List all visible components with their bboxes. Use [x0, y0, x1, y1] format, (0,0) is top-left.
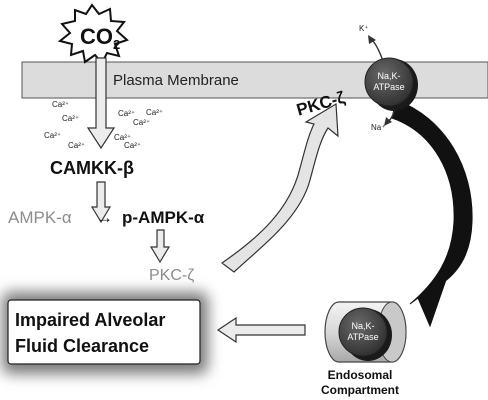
calcium-ion: Ca²⁺: [124, 141, 141, 150]
plasma-membrane: [21, 61, 488, 99]
outcome-line2: Fluid Clearance: [15, 336, 149, 356]
k-ion-label: K⁺: [359, 24, 369, 33]
calcium-ion: Ca²⁺: [44, 131, 61, 140]
calcium-ion: Ca²⁺: [114, 133, 131, 142]
endosome-pump-body: [338, 307, 388, 357]
pkc-to-pump-curved-arrow: [220, 102, 339, 273]
outcome-box: [7, 299, 201, 365]
pump-body: [364, 57, 414, 107]
camkk-beta-label: CAMKK-β: [50, 158, 134, 178]
calcium-ion: Ca²⁺: [68, 141, 85, 150]
endosome-pump-label-line2: ATPase: [347, 332, 378, 342]
na-k-atpase-membrane: Na,K- ATPase: [364, 35, 418, 126]
co2-label: CO2: [80, 24, 120, 52]
calcium-ion: Ca²⁺: [118, 109, 135, 118]
na-ion-label: Na⁺: [371, 123, 385, 132]
co2-starburst-icon: [57, 3, 129, 65]
ampk-to-pkc-arrow: [149, 229, 171, 264]
camkk-to-ampk-arrow: [90, 181, 112, 224]
phosphorylation-arrow: →: [96, 208, 113, 227]
co2-to-camkk-arrow: [86, 57, 116, 150]
calcium-ion: Ca²⁺: [146, 108, 163, 117]
calcium-ions: Ca²⁺ Ca²⁺ Ca²⁺ Ca²⁺ Ca²⁺ Ca²⁺ Ca²⁺ Ca²⁺ …: [44, 100, 163, 150]
ampk-alpha-label: AMPK-α: [8, 208, 72, 227]
calcium-ion: Ca²⁺: [62, 114, 79, 123]
calcium-ion: Ca²⁺: [133, 118, 150, 127]
pump-endocytosis-arrow: [391, 99, 473, 328]
na-ion-arrowhead-icon: [384, 117, 392, 126]
plasma-membrane-label: Plasma Membrane: [113, 72, 239, 89]
endosome-pump-label-line1: Na,K-: [351, 321, 374, 331]
calcium-ion: Ca²⁺: [52, 100, 69, 109]
pump-label-line1: Na,K-: [377, 71, 400, 81]
outcome-line1: Impaired Alveolar: [15, 310, 165, 330]
endosomal-label-line1: Endosomal: [328, 368, 393, 382]
pkc-zeta-lower-label: PKC-ζ: [149, 267, 194, 284]
endosomal-compartment: Na,K- ATPase: [324, 301, 407, 363]
pump-label-line2: ATPase: [373, 82, 404, 92]
endosome-to-outcome-arrow: [216, 316, 306, 344]
p-ampk-alpha-label: p-AMPK-α: [122, 208, 205, 227]
k-ion-arrowhead-icon: [368, 35, 376, 44]
endosomal-label-line2: Compartment: [321, 383, 399, 397]
